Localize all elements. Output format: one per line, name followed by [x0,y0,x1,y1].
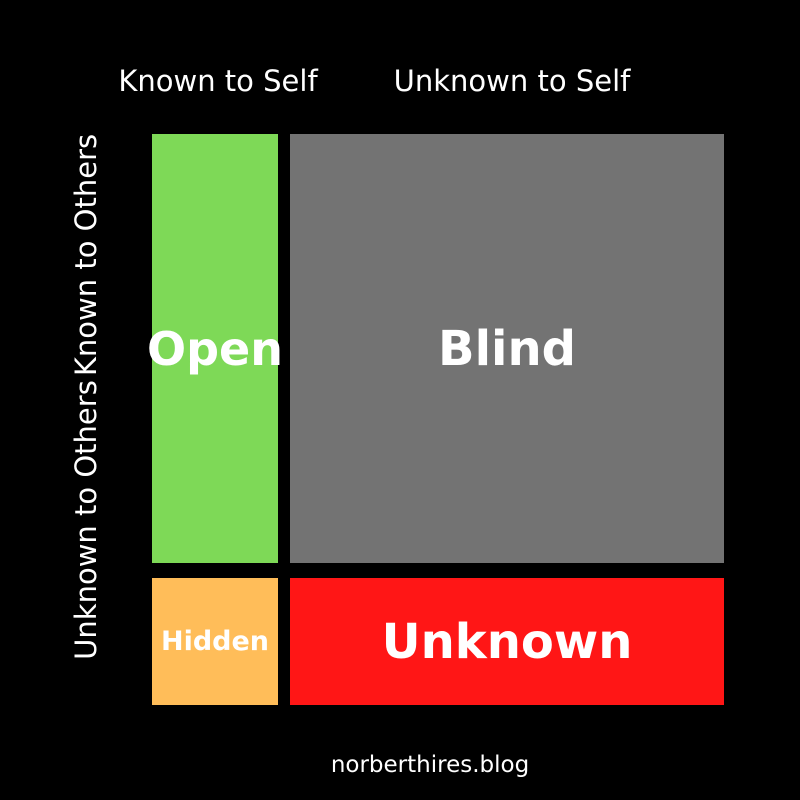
column-label-unknown-to-self: Unknown to Self [393,64,631,98]
row-label-known-to-others: Known to Others [69,133,103,377]
watermark-blog-url: norberthires.blog [330,752,530,778]
quadrant-unknown: Unknown [290,578,724,705]
quadrant-blind: Blind [290,134,724,563]
quadrant-hidden: Hidden [152,578,278,705]
column-label-known-to-self: Known to Self [118,64,318,98]
quadrant-open: Open [147,134,283,563]
quadrant-blind-label: Blind [437,320,577,377]
quadrant-open-label: Open [147,321,283,376]
quadrant-unknown-label: Unknown [381,613,633,670]
quadrant-hidden-label: Hidden [160,626,270,657]
row-label-unknown-to-others: Unknown to Others [69,380,103,660]
